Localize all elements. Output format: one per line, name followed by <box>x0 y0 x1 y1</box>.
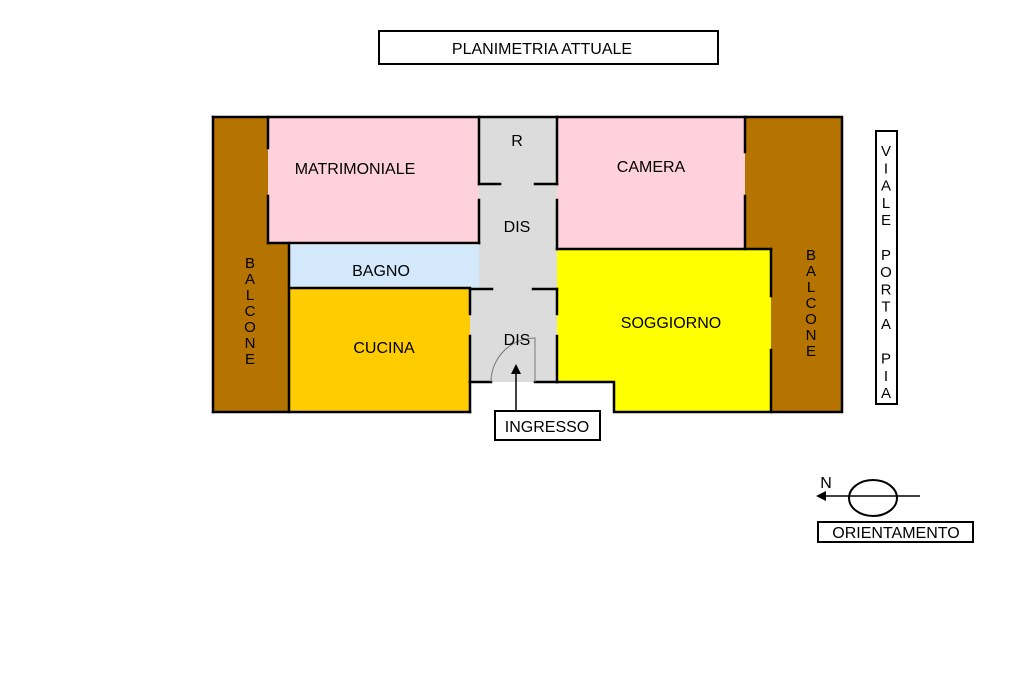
label-ripostiglio: R <box>511 133 523 150</box>
room-bagno <box>289 245 479 288</box>
label-dis-upper: DIS <box>504 219 531 236</box>
room-matrimoniale <box>268 117 479 243</box>
label-camera: CAMERA <box>617 159 686 176</box>
walls <box>211 115 844 414</box>
north-letter: N <box>820 475 832 492</box>
north-arrow-icon <box>816 491 826 501</box>
ingresso-arrow-icon <box>511 364 521 374</box>
orientation-label: ORIENTAMENTO <box>832 525 959 542</box>
ingresso-box <box>494 410 601 441</box>
orientation-box <box>817 521 974 543</box>
room-cucina <box>289 289 470 412</box>
title-box <box>378 30 719 65</box>
plan-title: PLANIMETRIA ATTUALE <box>452 41 632 58</box>
ingresso-label: INGRESSO <box>505 419 589 436</box>
room-camera <box>557 117 745 249</box>
room-ripostiglio <box>479 117 557 184</box>
label-soggiorno: SOGGIORNO <box>621 315 721 332</box>
label-dis-lower: DIS <box>504 332 531 349</box>
room-soggiorno <box>557 249 771 412</box>
room-dis-lower <box>470 289 557 382</box>
room-dis-upper <box>479 184 557 289</box>
label-matrimoniale: MATRIMONIALE <box>295 161 416 178</box>
entrance-door-swing <box>490 337 536 383</box>
label-bagno: BAGNO <box>352 263 410 280</box>
label-cucina: CUCINA <box>353 340 415 357</box>
compass-ellipse <box>848 479 898 517</box>
street-box <box>875 130 898 405</box>
